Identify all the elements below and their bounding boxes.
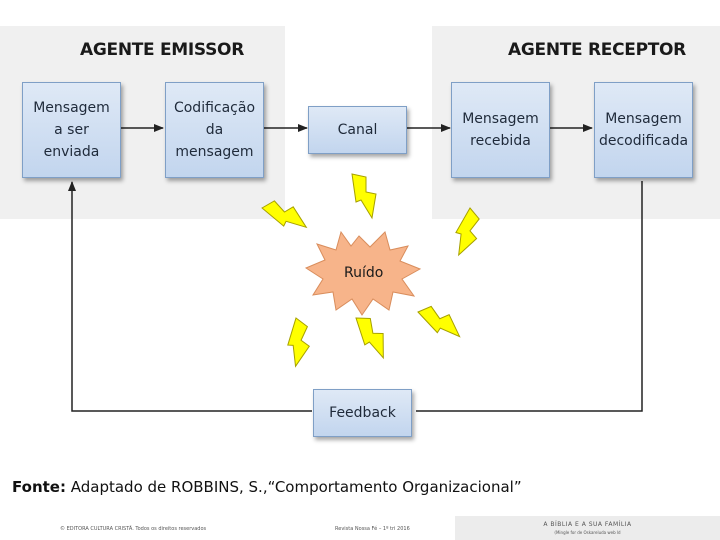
source-label: Fonte: [12,478,66,496]
lightning-bolt-icon [355,317,384,360]
lightning-bolt-icon [417,305,461,338]
feedback-loop-left [68,181,312,412]
node-mensagem-recebida: Mensagem recebida [451,82,550,178]
footer-brand-sub: (Mingle for de Oskareluda web ld [554,530,621,535]
node-codificacao: Codificação da mensagem [165,82,264,178]
feedback-loop-right [416,181,643,412]
lightning-bolt-icon [261,200,308,229]
source-citation: Fonte: Adaptado de ROBBINS, S.,“Comporta… [12,478,522,496]
node-canal: Canal [308,106,407,154]
lightning-bolt-icon [351,173,377,220]
node-mensagem-a-ser-enviada: Mensagem a ser enviada [22,82,121,178]
receptor-title: AGENTE RECEPTOR [508,40,686,60]
ruido-burst [304,230,422,316]
footer-brand: A BÍBLIA E A SUA FAMÍLIA (Mingle for de … [455,516,720,540]
lightning-bolt-icon [287,317,310,368]
footer-brand-title: A BÍBLIA E A SUA FAMÍLIA [543,521,632,528]
source-text: Adaptado de ROBBINS, S.,“Comportamento O… [65,478,522,496]
footer-edition: Revista Nossa Fé – 1º tri 2016 [335,526,410,532]
node-feedback: Feedback [313,389,412,437]
emissor-title: AGENTE EMISSOR [80,40,244,60]
lightning-bolt-icon [455,207,480,257]
footer-copyright: © EDITORA CULTURA CRISTÃ. Todos os direi… [60,526,207,532]
ruido-label: Ruído [344,265,384,281]
node-mensagem-decodificada: Mensagem decodificada [594,82,693,178]
